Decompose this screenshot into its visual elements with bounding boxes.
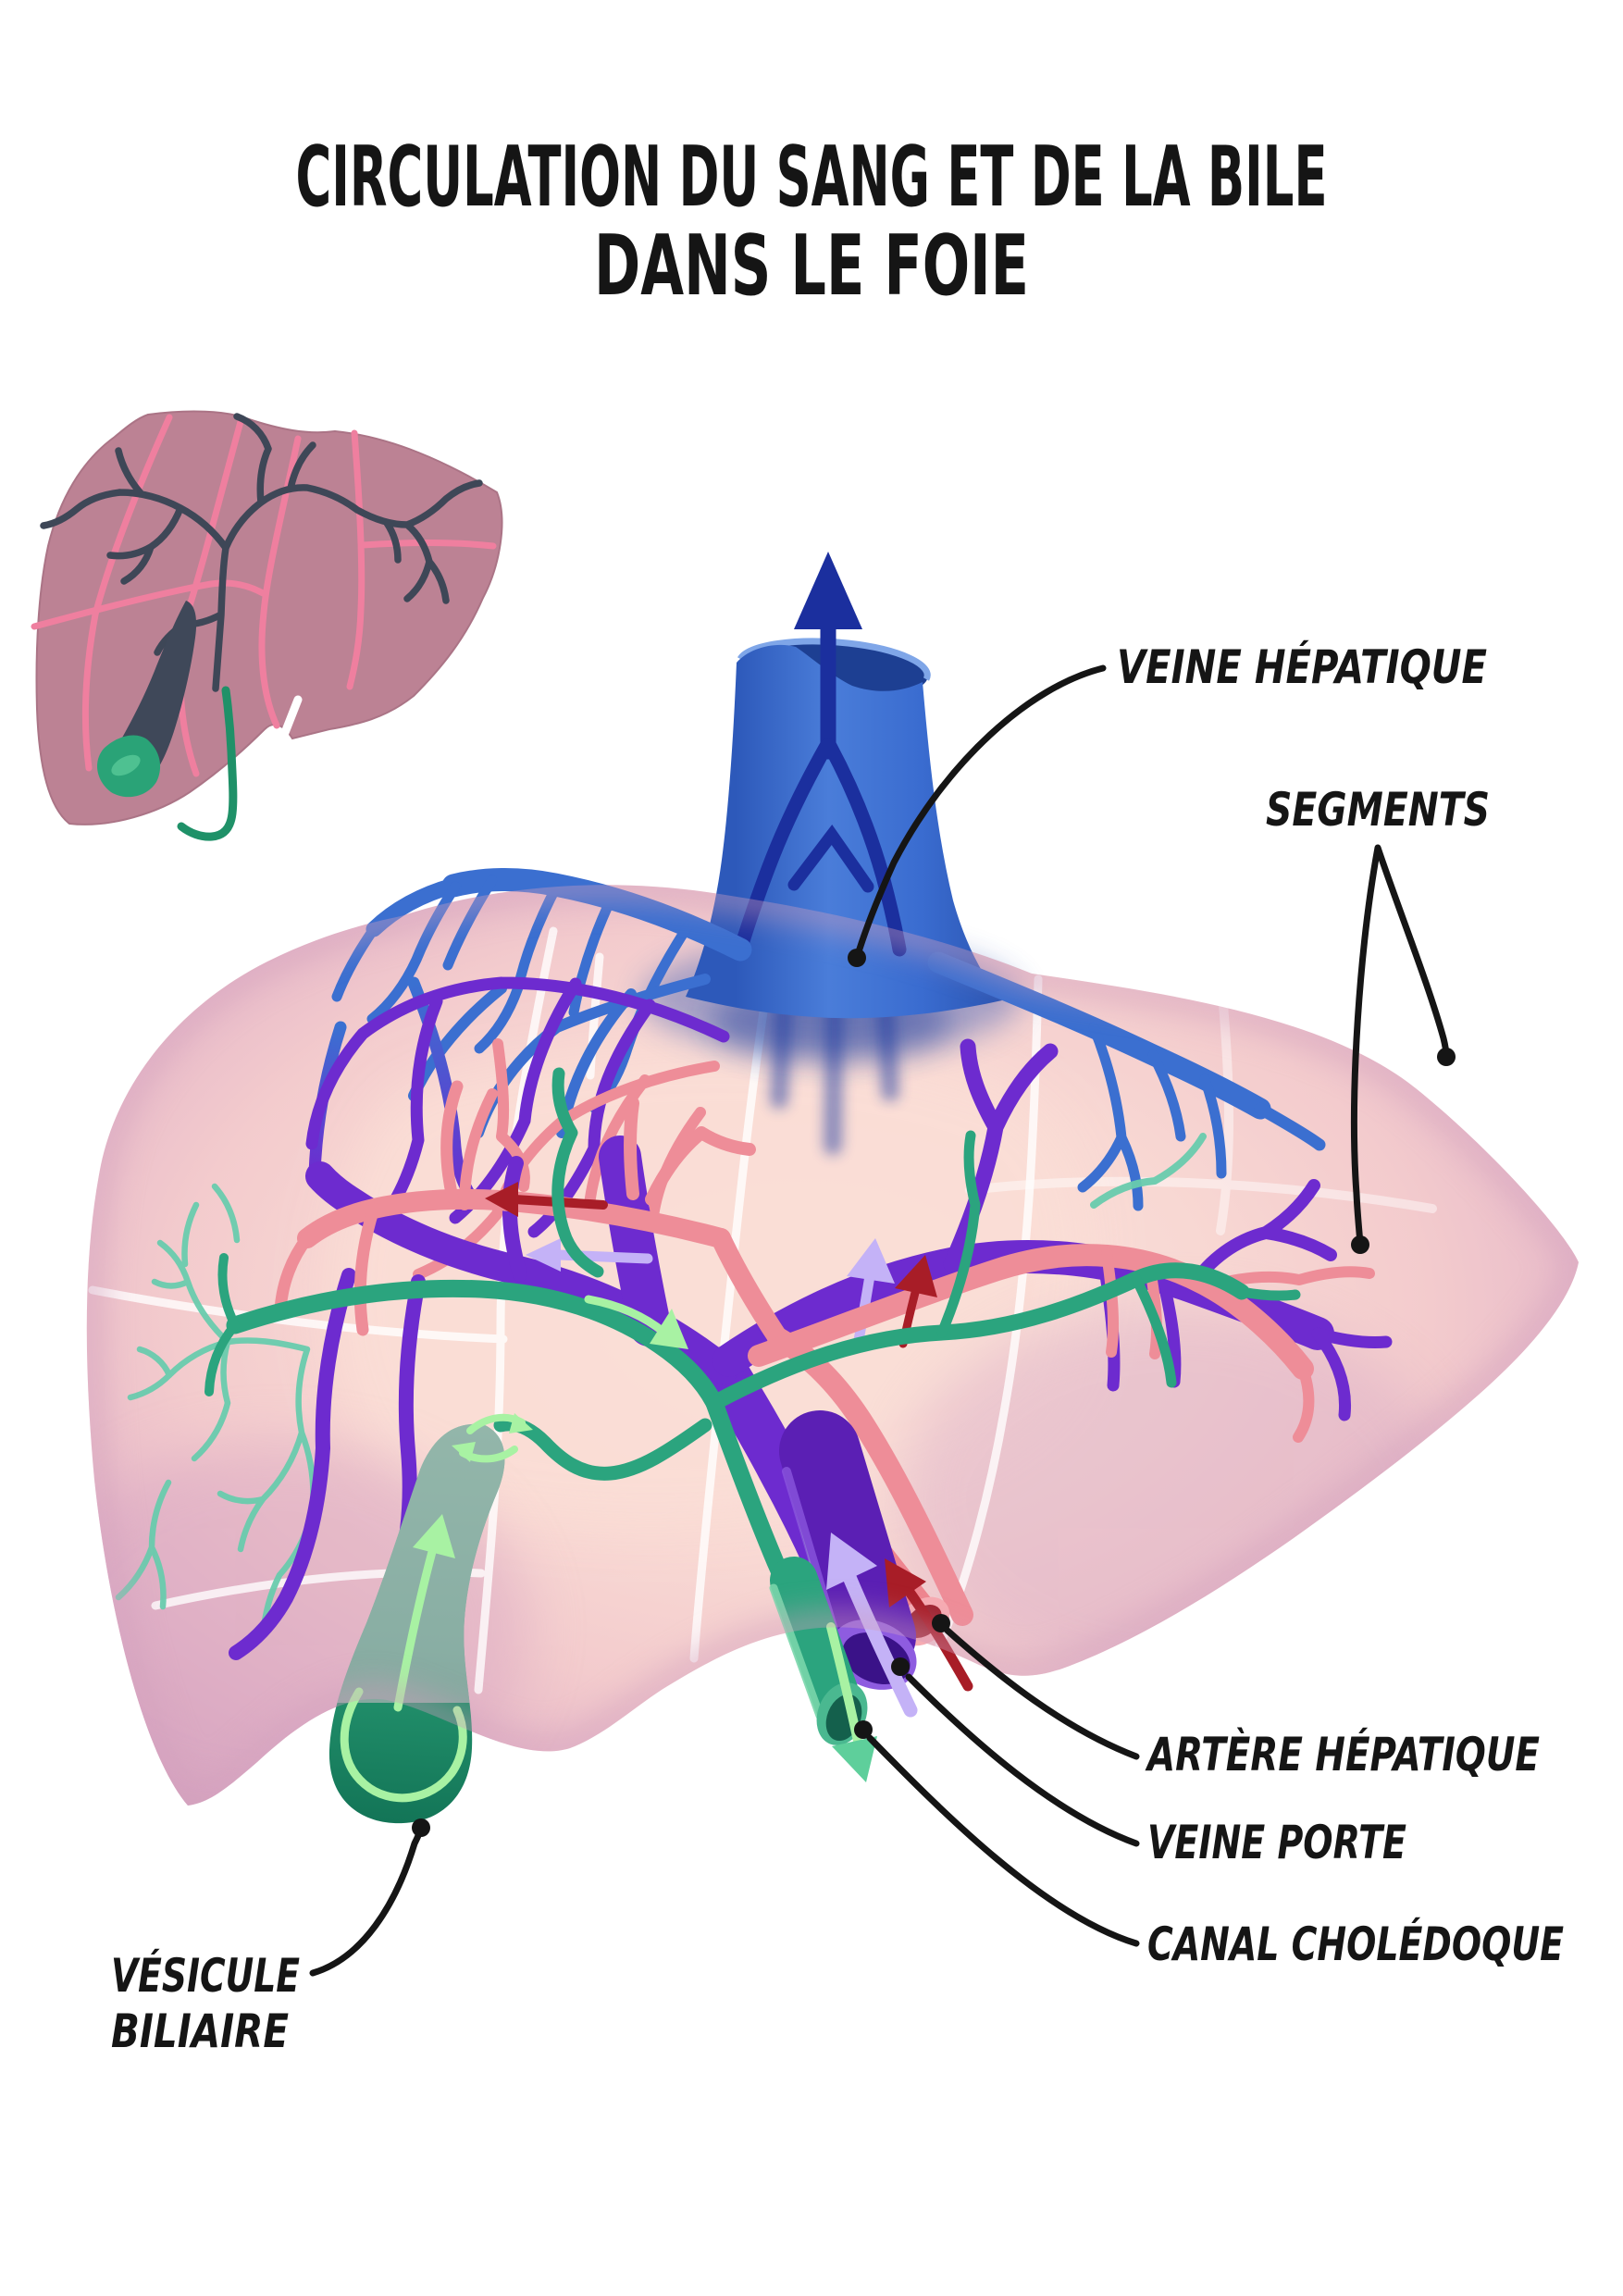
bile-branch-left xyxy=(226,1279,724,1412)
gallbladder-up-arrow-shaft xyxy=(393,1533,440,1712)
artery-branch-left xyxy=(297,1188,731,1248)
vein-flow-legs xyxy=(732,738,907,961)
vein-flow-chevron-icon xyxy=(787,824,874,893)
artery-left-tips xyxy=(274,1080,464,1336)
gallbladder-up-arrow-icon xyxy=(413,1514,455,1558)
title: CIRCULATION DU SANG ET DE LA BILE DANS L… xyxy=(296,129,1328,315)
ductule-tree-right xyxy=(1090,1133,1207,1209)
vein-trunk-rim-highlight xyxy=(737,638,931,681)
artery-flow-arrow-up-icon xyxy=(895,1255,937,1297)
bile-branch-right xyxy=(706,1262,1250,1411)
bile-right-tips xyxy=(936,1130,1301,1388)
gallbladder-neck-arrow-right-icon xyxy=(509,1413,533,1433)
inset-gallbladder-highlight xyxy=(111,754,141,776)
bile-tube-highlight xyxy=(769,1583,824,1720)
title-line-2: DANS LE FOIE xyxy=(594,217,1029,315)
label-segments: SEGMENTS xyxy=(1266,783,1490,837)
label-veine-hepatique: VEINE HÉPATIQUE xyxy=(1117,639,1487,694)
artery-connector xyxy=(711,1228,788,1348)
vein-branch-right-tip xyxy=(1254,1102,1326,1151)
label-veine-porte: VEINE PORTE xyxy=(1147,1816,1406,1869)
bile-upper-descender xyxy=(551,1067,604,1278)
dot-veine-porte xyxy=(891,1657,910,1676)
vein-flow-arrow-icon xyxy=(794,552,862,629)
inset-liver-segments xyxy=(31,410,503,841)
vein-branch-right xyxy=(927,951,1271,1120)
gallbladder-neck-arrow-left-icon xyxy=(452,1442,476,1462)
vein-trunk xyxy=(686,644,1002,1019)
dot-veine-hepatique xyxy=(848,949,866,967)
portal-big-arrow-icon xyxy=(826,1533,877,1590)
artery-right-tips xyxy=(1101,1247,1375,1443)
portal-right-tips xyxy=(1096,1252,1393,1421)
title-line-1: CIRCULATION DU SANG ET DE LA BILE xyxy=(296,129,1328,226)
portal-left-tips xyxy=(229,1156,527,1660)
portal-flow-arrow-left-icon xyxy=(526,1238,561,1272)
artery-hilum-stubs xyxy=(624,1097,756,1206)
gallbladder-loop-arrow-icon xyxy=(340,1687,467,1803)
segment-lines-faint xyxy=(965,1000,1437,1235)
label-artere-hepatique: ARTÈRE HÉPATIQUE xyxy=(1145,1727,1540,1781)
bile-flow-arrow-1-icon xyxy=(650,1309,688,1349)
leader-lines xyxy=(309,664,1450,1977)
bile-left-tips xyxy=(204,1253,240,1396)
label-canal-choledoque: CANAL CHOLÉDOQUE xyxy=(1147,1917,1564,1971)
leader-dots xyxy=(412,949,1456,1837)
portal-upper-fork xyxy=(943,1038,1059,1272)
artery-flow-arrow-left-icon xyxy=(485,1182,518,1217)
artery-branch-right xyxy=(748,1244,1314,1380)
inset-lobe-fissure xyxy=(273,695,303,756)
vessel-web-left xyxy=(305,974,730,1280)
portal-thumb xyxy=(599,1136,671,1347)
portal-flow-arrow-up-icon xyxy=(847,1238,895,1284)
bile-exit-arrow-icon xyxy=(832,1736,877,1782)
inset-bile-duct xyxy=(177,686,238,841)
dot-segments-2 xyxy=(1351,1235,1369,1254)
vessel-bundle xyxy=(769,1410,973,1782)
hepatic-vein xyxy=(331,552,1326,1211)
bile-flow-arrow-1-shaft xyxy=(584,1295,669,1337)
label-vesicule-line2: BILIAIRE xyxy=(111,2004,289,2058)
bile-ducts xyxy=(204,1067,1301,1668)
annotations: VEINE HÉPATIQUE SEGMENTS ARTÈRE HÉPATIQU… xyxy=(111,639,1564,2058)
dot-canal-choledoque xyxy=(854,1720,873,1739)
dot-artere-hepatique xyxy=(932,1614,950,1632)
bile-tube xyxy=(770,1557,864,1732)
web-purple-strands xyxy=(305,976,730,1238)
label-vesicule-line1: VÉSICULE xyxy=(111,1948,300,2003)
artery-exit-arrow-icon xyxy=(885,1558,926,1607)
dot-segments-1 xyxy=(1437,1048,1456,1066)
dot-vesicule-biliaire xyxy=(412,1818,430,1837)
inset-vessel-tree xyxy=(40,413,483,692)
